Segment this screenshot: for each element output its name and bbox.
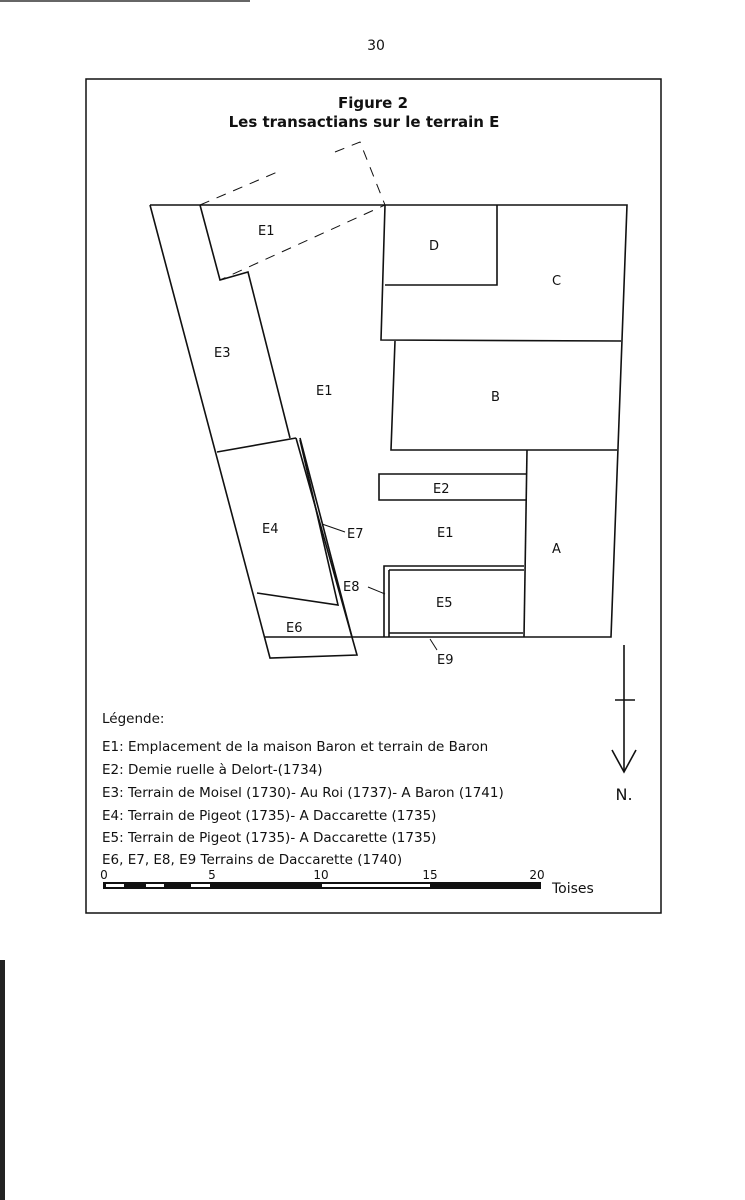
lot-e4-bottom (256, 439, 340, 606)
label-a: A (552, 542, 561, 557)
legend-item: E3: Terrain de Moisel (1730)- Au Roi (17… (102, 785, 504, 801)
legend-item: E4: Terrain de Pigeot (1735)- A Daccaret… (102, 808, 436, 824)
legend-item: E2: Demie ruelle à Delort-(1734) (102, 762, 323, 778)
label-e8: E8 (343, 580, 360, 595)
former-boundary-dashed (199, 169, 283, 206)
lot-e7-strip (299, 437, 353, 638)
lot-e3-e6-outline (149, 204, 359, 659)
label-e1-top: E1 (258, 224, 275, 239)
scale-bar-segment (106, 884, 124, 887)
figure-subtitle: Les transactians sur le terrain E (229, 113, 500, 131)
scale-unit: Toises (551, 881, 594, 897)
scale-tick-label: 5 (208, 868, 216, 882)
legend-item: E1: Emplacement de la maison Baron et te… (102, 739, 488, 755)
lot-d-outline (385, 205, 498, 286)
legend-item: E6, E7, E8, E9 Terrains de Daccarette (1… (102, 852, 402, 868)
lot-e8-strip (383, 565, 524, 637)
lot-b-outline (390, 340, 617, 451)
north-label: N. (615, 785, 632, 804)
e9-pointer-arrow (429, 638, 438, 651)
figure-title: Figure 2 (338, 94, 408, 112)
scan-edge-left (0, 960, 5, 1200)
label-e4: E4 (262, 522, 279, 537)
plan-outline (150, 204, 628, 638)
label-e5: E5 (436, 596, 453, 611)
figure-frame (85, 78, 662, 914)
label-c: C (552, 274, 561, 289)
scale-bar-segment (322, 884, 430, 887)
lot-e4-top (216, 437, 297, 453)
scale-bar-segment (146, 884, 164, 887)
lot-c-outline (380, 204, 622, 342)
scale-bar: 0 5 10 15 20 Toises (100, 868, 594, 897)
legend-heading: Légende: (102, 711, 164, 727)
label-e6: E6 (286, 621, 303, 636)
page-number: 30 (367, 38, 385, 54)
site-plan: E1 D C E3 E1 B E2 E4 E7 E1 A E8 E5 E6 E9 (149, 141, 628, 668)
legend-item: E5: Terrain de Pigeot (1735)- A Daccaret… (102, 830, 436, 846)
legend: Légende: E1: Emplacement de la maison Ba… (102, 711, 504, 868)
scale-tick-label: 20 (529, 868, 544, 882)
scale-tick-label: 0 (100, 868, 108, 882)
e8-pointer-arrow (367, 586, 386, 595)
former-boundary-dashed (219, 141, 386, 281)
label-e7: E7 (347, 527, 364, 542)
lot-e5-outline (388, 570, 523, 637)
lot-a-outline (523, 449, 528, 638)
label-d: D (429, 239, 439, 254)
scale-tick-label: 10 (313, 868, 328, 882)
label-b: B (491, 390, 500, 405)
scale-tick-label: 15 (422, 868, 437, 882)
label-e3: E3 (214, 346, 231, 361)
scale-bar-segment (191, 884, 210, 887)
e7-pointer-arrow (321, 523, 346, 533)
label-e9: E9 (437, 653, 454, 668)
label-e2: E2 (433, 482, 450, 497)
label-e1-mid: E1 (316, 384, 333, 399)
lot-e2-outline (378, 473, 527, 501)
north-arrow: N. (611, 645, 637, 804)
label-e1-low: E1 (437, 526, 454, 541)
lot-e1-top-outline (199, 204, 291, 439)
north-arrow-head-icon (611, 749, 637, 774)
